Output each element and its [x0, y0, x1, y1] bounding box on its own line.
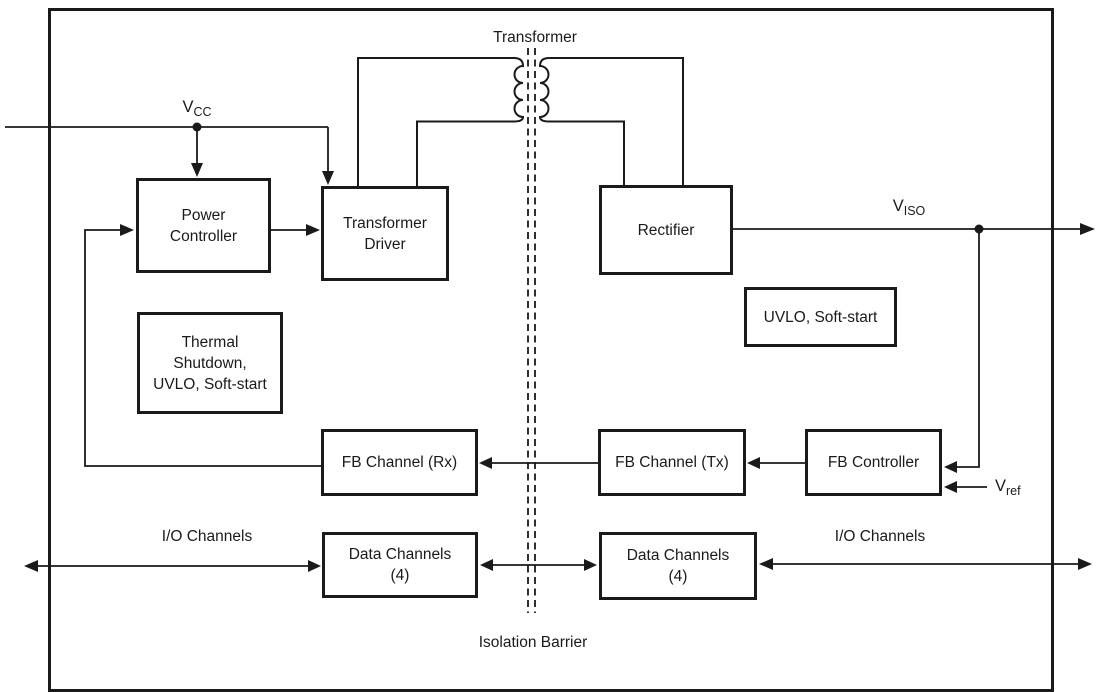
vcc-wire: [5, 126, 329, 172]
vref-base: V: [995, 477, 1007, 495]
block-label-line: Thermal: [181, 333, 239, 351]
transformer-label: Transformer: [493, 29, 577, 46]
viso-subscript: ISO: [903, 204, 926, 218]
block-label-line: Controller: [169, 227, 238, 245]
block-label-line: FB Channel (Tx): [615, 454, 729, 471]
block-label-line: Shutdown,: [173, 354, 247, 372]
block-uvlo-soft-start: UVLO, Soft-start: [744, 287, 897, 347]
block-label-line: UVLO, Soft-start: [153, 375, 267, 393]
power-controller-to-driver-arrowhead: [306, 224, 320, 236]
block-thermal-shutdown: Thermal Shutdown, UVLO, Soft-start: [137, 312, 283, 414]
io-left-in-arrowhead: [308, 560, 321, 572]
block-label-line: Driver: [364, 235, 406, 253]
block-fb-channel-tx: FB Channel (Tx): [598, 429, 746, 496]
block-power-controller: Power Controller: [136, 178, 271, 273]
vcc-junction-dot: [192, 122, 202, 132]
vcc-base: V: [182, 98, 194, 116]
feedback-arrowhead: [120, 224, 134, 236]
viso-label: VISO: [892, 197, 926, 218]
vref-label: Vref: [995, 477, 1021, 498]
block-label-line: Transformer: [343, 214, 427, 232]
viso-output-arrowhead: [1080, 223, 1095, 235]
vcc-to-transformer-driver-arrowhead: [322, 171, 334, 185]
transformer-primary-winding: [357, 57, 525, 186]
viso-base: V: [892, 197, 904, 215]
block-rectifier: Rectifier: [599, 185, 733, 275]
isolation-barrier-label: Isolation Barrier: [478, 634, 588, 651]
block-data-channels-right: Data Channels (4): [599, 532, 757, 600]
io-channels-left-label: I/O Channels: [161, 528, 253, 545]
block-label-line: Power: [181, 206, 226, 224]
vref-arrowhead: [944, 481, 957, 493]
io-right-out-arrowhead: [1078, 558, 1092, 570]
block-label-line: Rectifier: [637, 221, 695, 239]
transformer-secondary-winding: [538, 57, 684, 185]
data-link-left-arrowhead: [480, 559, 493, 571]
vcc-to-power-controller-arrowhead: [191, 163, 203, 177]
block-fb-controller: FB Controller: [805, 429, 942, 496]
block-label-line: UVLO, Soft-start: [763, 308, 878, 326]
block-transformer-driver: Transformer Driver: [321, 186, 449, 281]
io-left-out-arrowhead: [24, 560, 38, 572]
feedback-wire: [84, 229, 321, 467]
block-label-line: (4): [390, 567, 410, 584]
isolation-barrier-dashed-lines: [527, 48, 536, 613]
vcc-label: VCC: [182, 98, 212, 119]
block-label-line: FB Controller: [827, 454, 920, 471]
io-right-in-arrowhead: [759, 558, 773, 570]
data-link-right-arrowhead: [584, 559, 597, 571]
vcc-subscript: CC: [193, 105, 212, 119]
block-data-channels-left: Data Channels (4): [322, 532, 478, 598]
viso-to-fb-controller-wire: [957, 229, 980, 468]
io-channels-right-label: I/O Channels: [834, 528, 926, 545]
block-label-line: (4): [668, 568, 688, 585]
block-label-line: FB Channel (Rx): [341, 454, 458, 471]
block-fb-channel-rx: FB Channel (Rx): [321, 429, 478, 496]
fb-controller-to-tx-arrowhead: [747, 457, 760, 469]
viso-to-fb-controller-arrowhead: [944, 461, 957, 473]
chip-boundary: [48, 8, 1054, 692]
block-label-line: Data Channels: [348, 546, 452, 563]
block-label-line: Data Channels: [626, 547, 730, 564]
fb-tx-to-rx-arrowhead: [479, 457, 492, 469]
vref-subscript: ref: [1006, 484, 1021, 498]
